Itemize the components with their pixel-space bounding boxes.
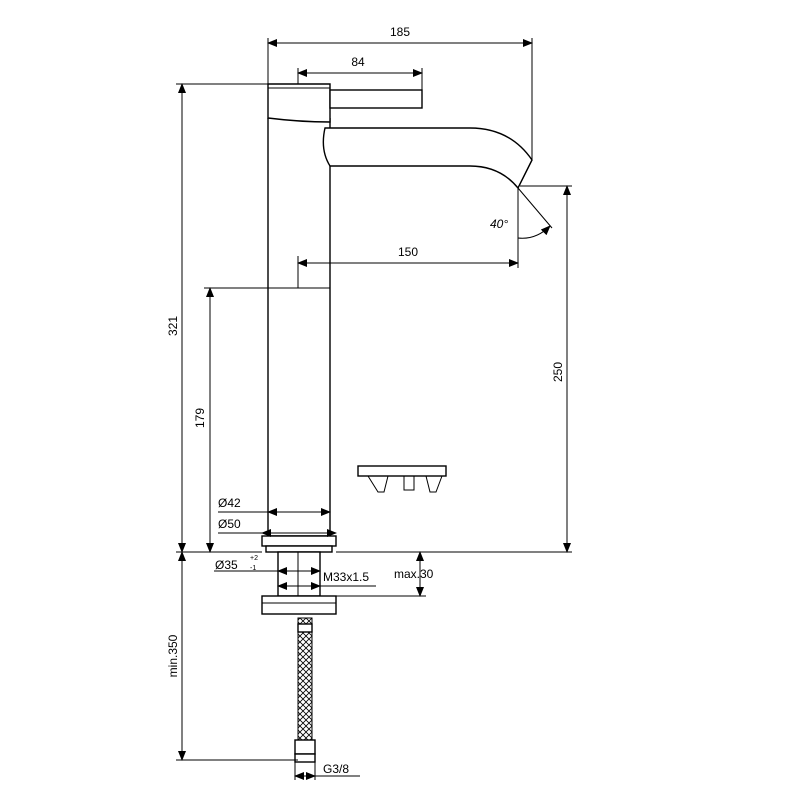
dim-hole-tol-minus: -1	[250, 565, 256, 572]
dim-height-total-label: 321	[166, 316, 180, 336]
dim-thread: M33x1.5	[277, 570, 376, 590]
dim-width-total: 185	[267, 25, 533, 160]
dim-height-total: 321	[166, 83, 268, 553]
dim-hole-tol-plus: +2	[250, 555, 258, 562]
dim-lever-length: 84	[297, 55, 423, 90]
dim-body-diameter-label: Ø42	[218, 496, 241, 510]
dim-connection-label: G3/8	[323, 762, 349, 776]
dim-spout-height-label: 250	[551, 362, 565, 382]
dim-spout-angle: 40°	[490, 187, 553, 250]
aerator-detail	[357, 465, 447, 493]
dim-spout-angle-label: 40°	[490, 217, 508, 231]
dim-hole-diameter: Ø35 +2 -1	[214, 555, 321, 575]
faucet-body	[261, 83, 533, 553]
dim-hole-diameter-label: Ø35	[215, 558, 238, 572]
dim-hose-length-label: min.350	[166, 634, 180, 677]
dim-body-height: 179	[193, 287, 268, 553]
dim-base-diameter-label: Ø50	[218, 517, 241, 531]
dim-lever-length-label: 84	[351, 55, 365, 69]
dim-max-thickness: max.30	[336, 551, 434, 597]
dim-spout-reach-label: 150	[398, 245, 418, 259]
dim-spout-reach: 150	[297, 188, 519, 288]
dim-thread-label: M33x1.5	[323, 570, 369, 584]
dim-body-diameter: Ø42	[218, 496, 331, 516]
flexible-hose	[294, 617, 316, 763]
dim-connection: G3/8	[294, 762, 360, 780]
dim-hose-length: min.350	[166, 551, 298, 761]
dim-width-total-label: 185	[390, 25, 410, 39]
dim-base-diameter: Ø50	[218, 517, 337, 537]
dim-max-thickness-label: max.30	[394, 567, 434, 581]
dim-spout-height: 250	[336, 185, 572, 553]
dim-body-height-label: 179	[193, 408, 207, 428]
